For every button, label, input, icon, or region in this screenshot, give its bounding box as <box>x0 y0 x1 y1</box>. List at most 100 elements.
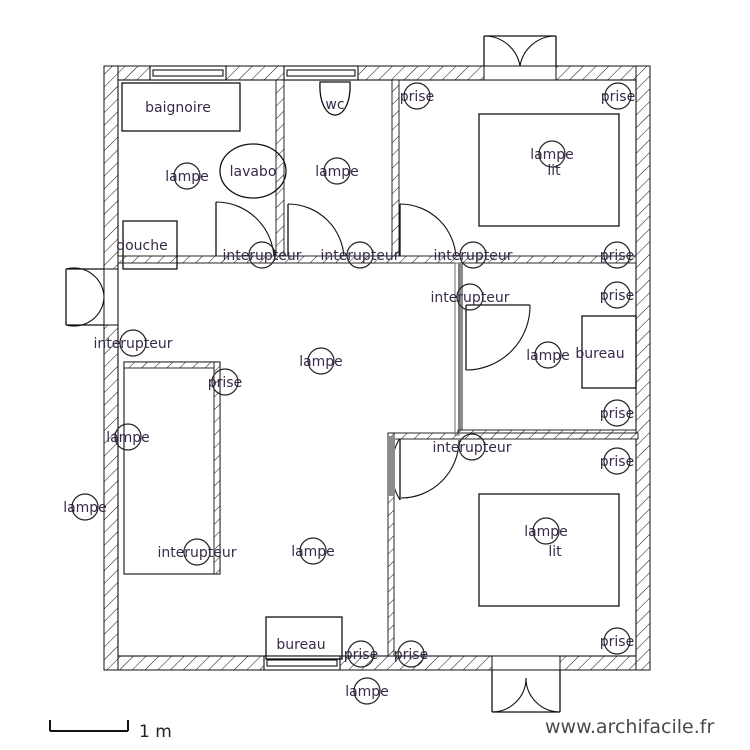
outlet-icon[interactable] <box>397 640 425 668</box>
furniture-douche <box>122 220 178 270</box>
outlet-prise-bureau-bas1[interactable]: prise <box>344 640 378 668</box>
switch-inter-couloir[interactable]: interupteur <box>157 538 237 566</box>
outlet-prise-ch1-gauche[interactable]: prise <box>400 82 434 110</box>
outlet-icon[interactable] <box>347 640 375 668</box>
lamp-lampe-exterieur[interactable]: lampe <box>63 493 107 521</box>
lamp-icon[interactable] <box>353 677 381 705</box>
switch-icon[interactable] <box>119 329 147 357</box>
partition-hall-top <box>123 361 221 369</box>
lamp-lampe-salle-de-bain[interactable]: lampe <box>165 162 209 190</box>
exterior-walls <box>103 65 651 671</box>
fixture-label-lit-1: lit <box>547 163 561 179</box>
outlet-label: prise <box>208 375 242 391</box>
outlet-icon[interactable] <box>603 281 631 309</box>
wall-right <box>635 65 651 671</box>
window-bathroom <box>149 65 227 81</box>
lamp-icon[interactable] <box>534 341 562 369</box>
door-top-double[interactable] <box>483 35 557 81</box>
outlet-label: prise <box>600 248 634 264</box>
fixture-label-baignoire-1: baignoire <box>145 100 211 116</box>
switch-icon[interactable] <box>248 241 276 269</box>
lamp-icon[interactable] <box>538 140 566 168</box>
electrical-symbols[interactable]: lampe lampe lampe lampe lampe lampe lampe lampe… <box>63 82 635 705</box>
scale-bar: 1 m <box>49 720 172 742</box>
door-left-entry[interactable] <box>65 267 105 327</box>
switch-label: interupteur <box>432 440 511 456</box>
furniture-wc <box>319 81 351 116</box>
lamp-lampe-chambre-2[interactable]: lampe <box>524 517 568 545</box>
switch-inter-wc[interactable]: interupteur <box>320 241 400 269</box>
lamp-lampe-couloir[interactable]: lampe <box>106 423 150 451</box>
outlet-prise-ch2-haut[interactable]: prise <box>600 447 634 475</box>
switch-inter-salle-de-bain[interactable]: interupteur <box>222 241 302 269</box>
lamp-icon[interactable] <box>173 162 201 190</box>
lamp-icon[interactable] <box>323 157 351 185</box>
switch-label: interupteur <box>320 248 399 264</box>
outlet-icon[interactable] <box>603 447 631 475</box>
outlet-prise-bureau-haut[interactable]: prise <box>600 281 634 309</box>
partition-bedroom2-left <box>387 432 395 657</box>
outlet-label: prise <box>394 647 428 663</box>
fixture-label-wc-1: wc <box>325 97 344 113</box>
furniture-lavabo <box>219 143 287 199</box>
outlet-icon[interactable] <box>604 82 632 110</box>
doors[interactable] <box>65 35 561 713</box>
outlet-icon[interactable] <box>603 627 631 655</box>
fixture-label-lit-2: lit <box>548 544 562 560</box>
outlet-label: prise <box>600 634 634 650</box>
switch-icon[interactable] <box>183 538 211 566</box>
outlet-prise-ch1-droite[interactable]: prise <box>601 82 635 110</box>
window-living-bottom <box>263 655 341 671</box>
lamp-icon[interactable] <box>532 517 560 545</box>
lamp-label: lampe <box>165 169 209 185</box>
outlet-prise-couloir[interactable]: prise <box>208 368 242 396</box>
lamp-lampe-sejour-bas[interactable]: lampe <box>291 537 335 565</box>
outlet-prise-ch2-bas[interactable]: prise <box>600 627 634 655</box>
partition-upper-horizontal <box>117 255 637 264</box>
furniture-baignoire <box>121 82 241 132</box>
switch-inter-entree[interactable]: interupteur <box>93 329 173 357</box>
furniture-lit-1 <box>478 113 620 227</box>
fixture-label-douche-1: douche <box>116 238 168 254</box>
lamp-lampe-wc[interactable]: lampe <box>315 157 359 185</box>
lamp-lampe-chambre-1[interactable]: lampe <box>530 140 574 168</box>
outlet-icon[interactable] <box>603 399 631 427</box>
fixture-label-lavabo-1: lavabo <box>230 164 277 180</box>
partition-office-left <box>458 263 463 435</box>
switch-icon[interactable] <box>459 241 487 269</box>
outlet-prise-ch1-bas[interactable]: prise <box>600 241 634 269</box>
lamp-lampe-bas[interactable]: lampe <box>345 677 389 705</box>
switch-icon[interactable] <box>456 283 484 311</box>
outlet-label: prise <box>600 288 634 304</box>
lamp-icon[interactable] <box>307 347 335 375</box>
lamp-icon[interactable] <box>114 423 142 451</box>
lamp-label: lampe <box>345 684 389 700</box>
door-office[interactable] <box>465 304 531 371</box>
lamp-lampe-sejour[interactable]: lampe <box>299 347 343 375</box>
door-bottom-double[interactable] <box>491 655 561 713</box>
switch-icon[interactable] <box>458 433 486 461</box>
switch-label: interupteur <box>222 248 301 264</box>
outlet-prise-bureau-bas2[interactable]: prise <box>394 640 428 668</box>
lamp-label: lampe <box>526 348 570 364</box>
door-wc[interactable] <box>287 203 345 261</box>
outlet-icon[interactable] <box>211 368 239 396</box>
lamp-lampe-bureau[interactable]: lampe <box>526 341 570 369</box>
switch-icon[interactable] <box>346 241 374 269</box>
switch-inter-bureau[interactable]: interupteur <box>430 283 510 311</box>
switch-label: interupteur <box>433 248 512 264</box>
door-bedroom-1[interactable] <box>399 203 457 261</box>
outlet-prise-bureau-bas[interactable]: prise <box>600 399 634 427</box>
switch-inter-chambre-2[interactable]: interupteur <box>432 433 512 461</box>
lamp-label: lampe <box>530 147 574 163</box>
lamp-icon[interactable] <box>71 493 99 521</box>
outlet-label: prise <box>601 89 635 105</box>
lamp-label: lampe <box>291 544 335 560</box>
outlet-icon[interactable] <box>603 241 631 269</box>
lamp-icon[interactable] <box>299 537 327 565</box>
switch-inter-chambre-1[interactable]: interupteur <box>433 241 513 269</box>
outlet-icon[interactable] <box>403 82 431 110</box>
lamp-label: lampe <box>63 500 107 516</box>
fixture-label-bureau-1: bureau <box>575 346 624 362</box>
